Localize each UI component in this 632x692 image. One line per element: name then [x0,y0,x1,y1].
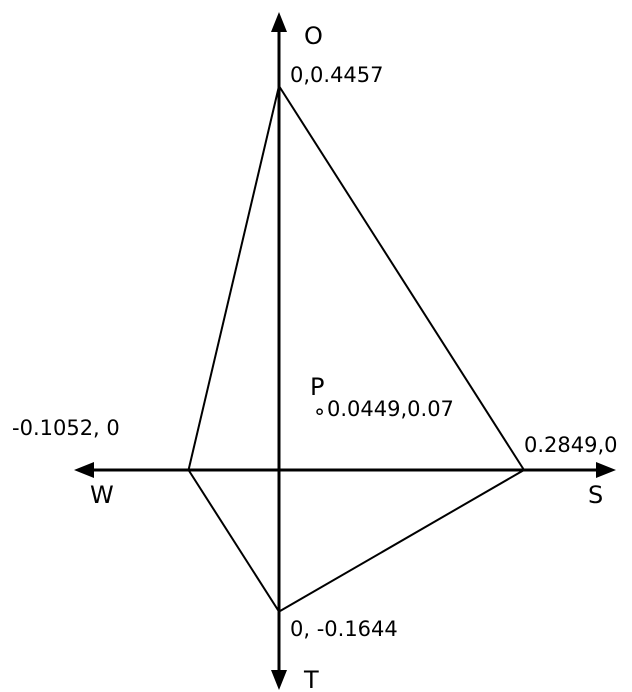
edge-top-to-right [278,85,525,471]
vertex-label-bottom: 0, -0.1644 [290,617,398,641]
edge-left-to-top [187,85,280,471]
axis-label-bottom: T [303,666,319,692]
point-p-name: P [310,373,324,401]
vertical-axis-top-arrowhead [271,12,287,32]
vertex-label-left: -0.1052, 0 [12,416,120,440]
vertical-axis-bottom-arrowhead [271,670,287,690]
point-p-coordinates: 0.0449,0.07 [327,397,454,421]
axis-label-right: S [588,481,603,509]
horizontal-axis-left-arrowhead [74,462,94,478]
axis-label-top: O [304,22,323,50]
edge-right-to-bottom [278,469,525,613]
point-p-marker [316,408,323,416]
edge-bottom-to-left [187,469,280,613]
vertex-label-top: 0,0.4457 [290,63,384,87]
vertex-label-right: 0.2849,0 [524,433,618,457]
axis-label-left: W [90,481,114,509]
horizontal-axis-right-arrowhead [596,462,616,478]
